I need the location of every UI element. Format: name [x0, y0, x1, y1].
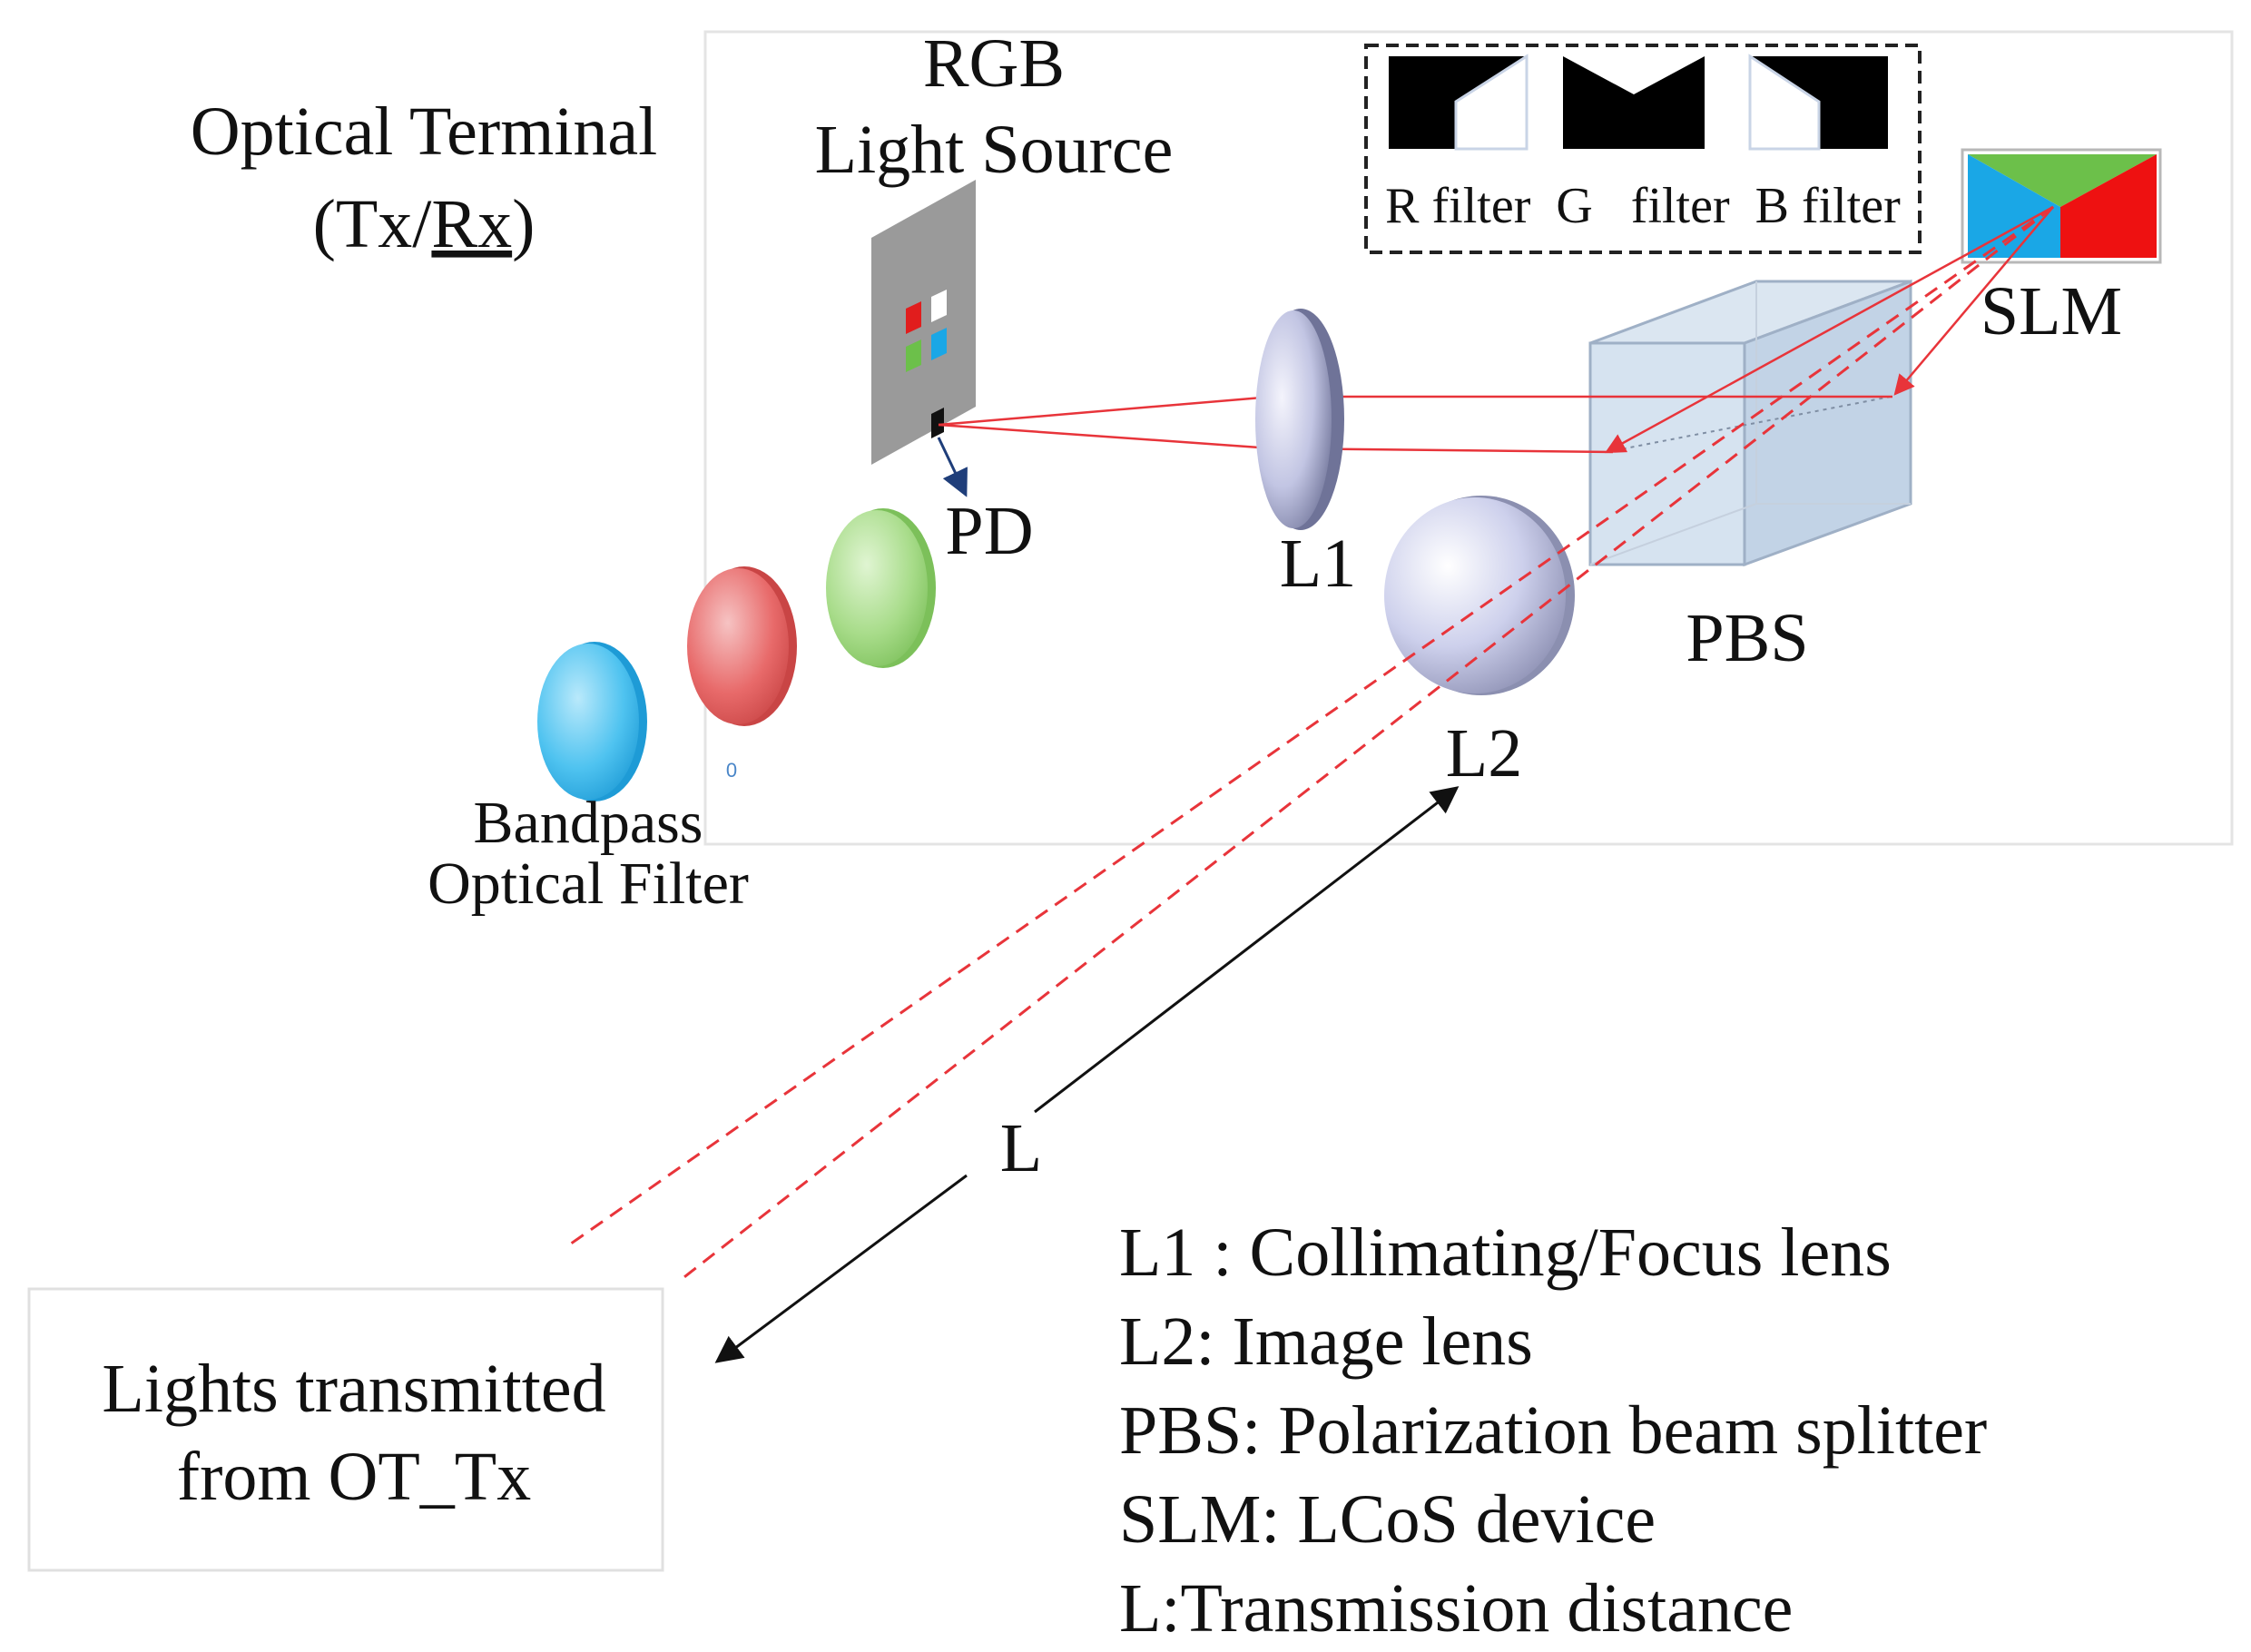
source-title: RGB — [923, 25, 1065, 102]
g-filter-icon — [1563, 56, 1705, 149]
r-filter-icon — [1389, 54, 1529, 151]
pbs-cube — [1588, 279, 1912, 567]
pd-pointer — [937, 437, 968, 497]
rgb-source-panel — [871, 180, 976, 465]
bandpass-label-line2: Optical Filter — [428, 851, 749, 917]
terminal-rx: Rx — [431, 186, 512, 262]
photodiode-chip — [931, 408, 944, 438]
l1-label: L1 — [1280, 526, 1356, 602]
red-bandpass-filter — [687, 566, 797, 726]
distance-label: L — [1000, 1110, 1042, 1186]
terminal-frame — [703, 30, 2234, 846]
blue-bandpass-filter — [537, 642, 647, 801]
pd-label: PD — [945, 493, 1033, 569]
lens-l2 — [1384, 496, 1575, 695]
slm-label: SLM — [1981, 273, 2122, 349]
bandpass-filters — [537, 508, 936, 801]
b-filter-icon — [1748, 54, 1888, 151]
legend-item: L2: Image lens — [1119, 1303, 1533, 1380]
legend-item: L1 : Collimating/Focus lens — [1119, 1214, 1892, 1291]
distance-arrow-lower — [714, 1174, 968, 1363]
lights-box — [27, 1287, 664, 1572]
filter-inset: R filter G filter B filter — [1364, 44, 1922, 254]
legend-item: PBS: Polarization beam splitter — [1119, 1392, 1987, 1469]
lights-text: Lights transmitted — [102, 1351, 605, 1427]
slm-device — [1961, 148, 2162, 264]
legend-item: SLM: LCoS device — [1119, 1481, 1656, 1558]
pbs-label: PBS — [1686, 600, 1808, 676]
green-bandpass-filter — [826, 508, 936, 668]
legend-item: L:Transmission distance — [1119, 1570, 1793, 1647]
source-subtitle: Light Source — [815, 112, 1174, 188]
filters-caption: R filter G filter B filter — [1385, 178, 1901, 234]
distance-arrow-upper — [1034, 786, 1460, 1114]
small-zero: 0 — [726, 759, 737, 782]
bandpass-label: Bandpass — [474, 790, 703, 856]
lights-text-line2: from OT_Tx — [177, 1439, 531, 1515]
l2-label: L2 — [1446, 715, 1522, 792]
transmitted-beams — [564, 205, 2054, 1282]
lens-l1 — [1255, 309, 1344, 530]
terminal-subtitle: (Tx/Rx) — [313, 186, 536, 262]
terminal-title: Optical Terminal — [191, 93, 658, 170]
legend: L1 : Collimating/Focus lens L2: Image le… — [1119, 1214, 1987, 1647]
